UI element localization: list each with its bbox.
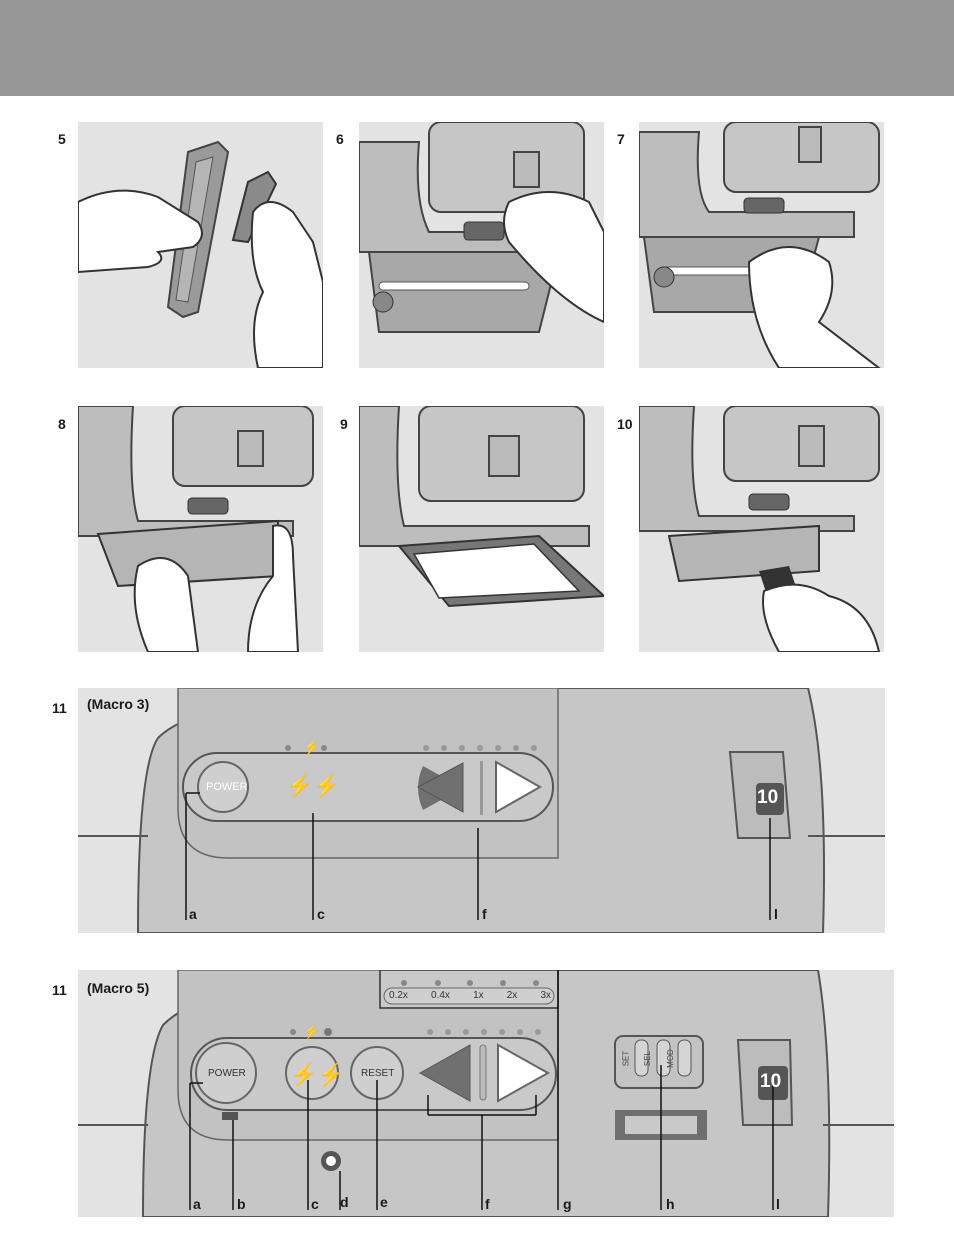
zoom-label-0.4x: 0.4x bbox=[431, 990, 450, 1001]
step-number-7: 7 bbox=[617, 131, 625, 147]
step-number-6: 6 bbox=[336, 131, 344, 147]
illustration-insert-film-pack bbox=[78, 406, 323, 652]
macro5-callout-l: l bbox=[776, 1196, 780, 1212]
illustration-clean-roller bbox=[639, 122, 884, 368]
macro5-callout-g: g bbox=[563, 1196, 572, 1212]
macro5-zoom-scale: 0.2x 0.4x 1x 2x 3x bbox=[389, 990, 551, 1001]
macro5-callout-e: e bbox=[380, 1194, 388, 1210]
macro5-callout-a: a bbox=[193, 1196, 201, 1212]
macro3-title: (Macro 3) bbox=[87, 696, 150, 712]
macro5-power-label: POWER bbox=[208, 1068, 246, 1079]
macro3-power-label: POWER bbox=[206, 781, 248, 793]
zoom-label-3x: 3x bbox=[540, 990, 551, 1001]
figure-number-macro5: 11 bbox=[52, 982, 67, 998]
macro5-callout-f: f bbox=[485, 1196, 490, 1212]
switch-label-mod: MOD bbox=[665, 1049, 675, 1068]
macro5-callout-h: h bbox=[666, 1196, 675, 1212]
svg-text:⚡: ⚡ bbox=[313, 773, 340, 799]
svg-text:⚡: ⚡ bbox=[303, 1023, 320, 1040]
macro3-control-panel: ⚡ ⚡ ⚡ (Macro 3) POWER 10 a c f l bbox=[78, 688, 885, 933]
macro3-callout-f: f bbox=[482, 906, 487, 922]
svg-text:⚡: ⚡ bbox=[317, 1062, 344, 1088]
macro5-counter: 10 bbox=[760, 1071, 782, 1092]
macro5-title: (Macro 5) bbox=[87, 980, 150, 996]
switch-label-set: SET bbox=[621, 1050, 631, 1067]
macro3-callout-l: l bbox=[774, 906, 778, 922]
step-number-8: 8 bbox=[58, 416, 66, 432]
macro3-counter: 10 bbox=[757, 787, 779, 808]
illustration-dark-slide-eject bbox=[359, 406, 604, 652]
figure-number-macro3: 11 bbox=[52, 700, 67, 716]
illustration-pull-tab bbox=[639, 406, 884, 652]
svg-text:⚡: ⚡ bbox=[290, 1062, 317, 1088]
macro5-callout-d: d bbox=[340, 1194, 349, 1210]
macro5-reset-label: RESET bbox=[361, 1068, 395, 1079]
step-number-10: 10 bbox=[617, 416, 633, 432]
illustration-open-film-door bbox=[359, 122, 604, 368]
svg-text:⚡: ⚡ bbox=[303, 739, 320, 756]
macro5-control-panel: ⚡ ⚡ ⚡ (Macro 5) POWER R bbox=[78, 970, 894, 1217]
macro3-callout-c: c bbox=[317, 906, 325, 922]
zoom-label-1x: 1x bbox=[473, 990, 484, 1001]
step-number-5: 5 bbox=[58, 131, 66, 147]
macro5-callout-c: c bbox=[311, 1196, 319, 1212]
macro3-callout-a: a bbox=[189, 906, 197, 922]
svg-text:⚡: ⚡ bbox=[286, 773, 313, 799]
zoom-label-2x: 2x bbox=[506, 990, 518, 1001]
illustration-battery-insert bbox=[78, 122, 323, 368]
step-number-9: 9 bbox=[340, 416, 348, 432]
macro5-callout-b: b bbox=[237, 1196, 246, 1212]
switch-label-sel: SEL bbox=[643, 1050, 653, 1067]
zoom-label-0.2x: 0.2x bbox=[389, 990, 408, 1001]
header-bar bbox=[0, 0, 954, 96]
